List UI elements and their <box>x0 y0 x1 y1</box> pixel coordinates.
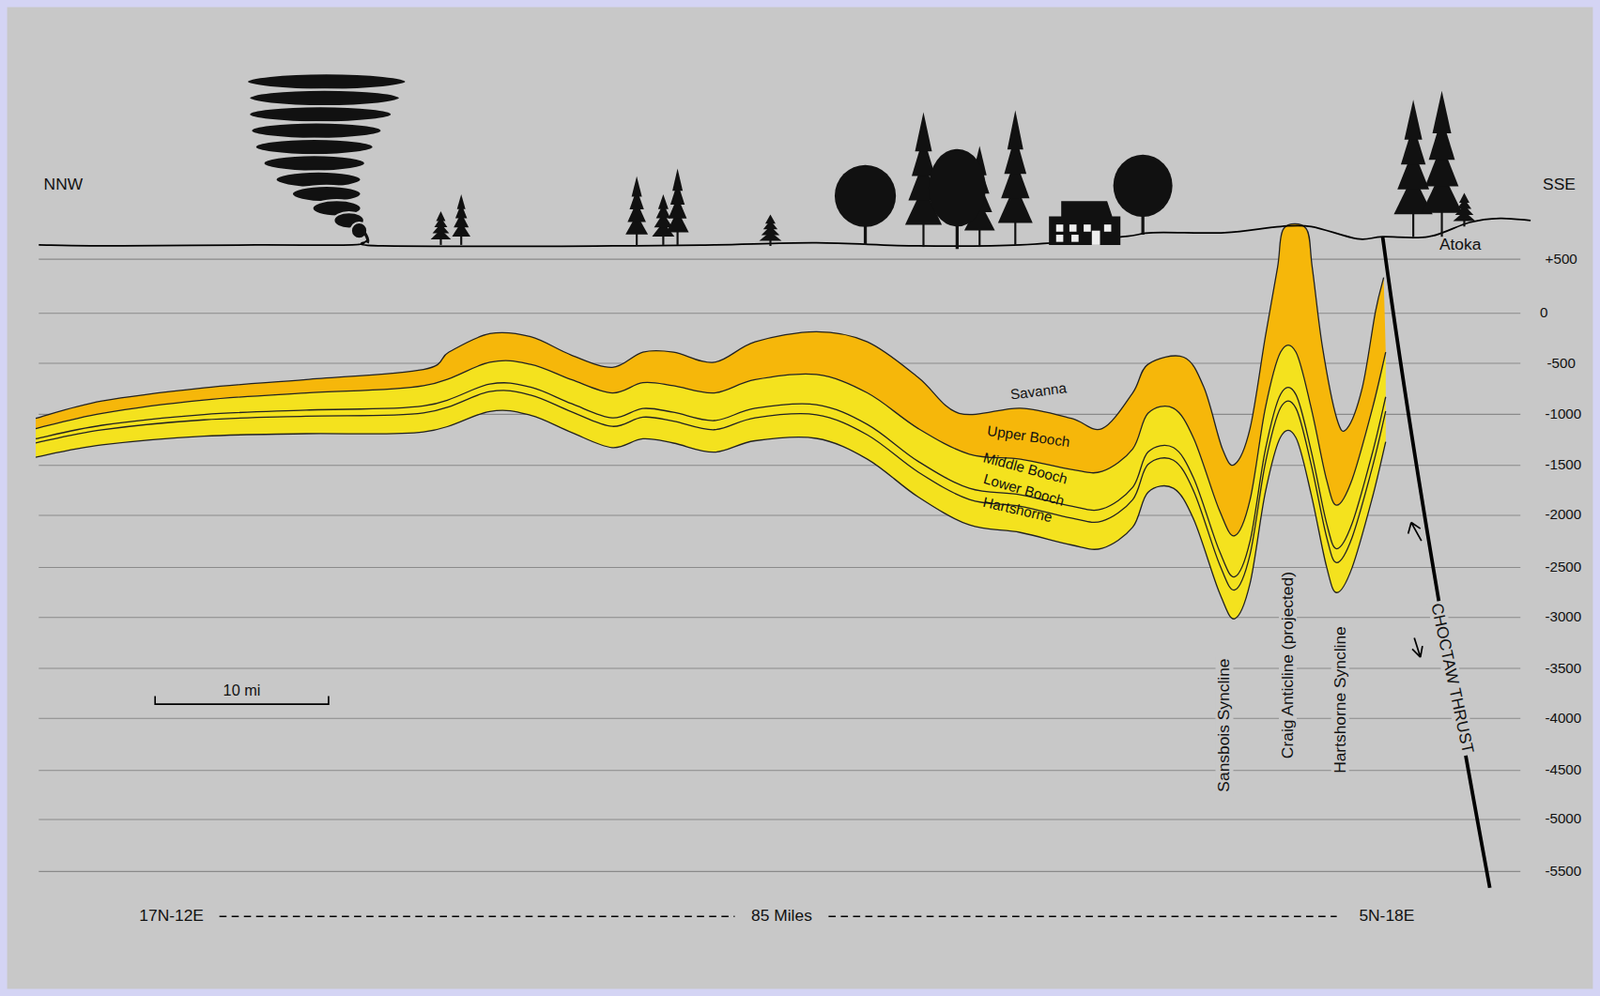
direction-label: NNW <box>42 175 86 194</box>
depth-label: -3000 <box>1542 609 1584 626</box>
tree-symbol <box>765 215 776 225</box>
house-window <box>1071 234 1079 243</box>
tornado-symbol <box>292 185 362 202</box>
tree-symbol <box>457 194 466 210</box>
strata <box>35 223 1386 619</box>
depth-label: +500 <box>1543 251 1580 268</box>
tree-symbol <box>672 169 683 192</box>
tornado-symbol <box>246 73 407 90</box>
tornado-symbol <box>248 106 392 123</box>
slip-arrow <box>1408 523 1422 542</box>
grid-line <box>38 718 1521 720</box>
depth-label: -1500 <box>1542 457 1584 474</box>
grid-line <box>38 668 1521 670</box>
formation-label: Atoka <box>1437 235 1483 254</box>
house-window <box>1056 224 1064 232</box>
tornado-symbol <box>262 154 366 171</box>
house-window <box>1056 234 1064 243</box>
grid-line <box>38 818 1521 820</box>
tree-symbol <box>1432 91 1452 134</box>
fold-label: Hartshorne Syncline <box>1330 624 1349 776</box>
depth-label: 0 <box>1538 305 1550 322</box>
tree-symbol <box>914 112 932 153</box>
fold-label: Craig Anticline (projected) <box>1278 569 1297 761</box>
thrust-fault <box>1383 236 1491 889</box>
house-door <box>1092 230 1101 246</box>
grid-line <box>38 871 1521 873</box>
tornado-symbol <box>250 122 382 139</box>
ground-panel <box>7 7 1594 990</box>
house-window <box>1069 224 1077 232</box>
house-symbol <box>1048 200 1121 246</box>
house-window <box>1083 224 1092 232</box>
grid-line <box>38 567 1521 569</box>
tree-symbol <box>834 165 896 228</box>
tree-symbol <box>928 149 986 228</box>
grid-line <box>38 514 1521 516</box>
horizon-line <box>35 390 1386 591</box>
tree-symbol <box>1459 192 1470 202</box>
house-window <box>1104 224 1112 232</box>
horizon-line <box>35 345 1386 537</box>
distance-label: 85 Miles <box>749 907 815 925</box>
direction-label: SSE <box>1540 175 1578 194</box>
depth-label: -4500 <box>1542 762 1584 779</box>
land-surface <box>38 218 1531 247</box>
tree-symbol <box>1113 154 1173 217</box>
tree-symbol <box>658 194 669 210</box>
tree-symbol <box>1404 99 1423 139</box>
depth-label: -1000 <box>1542 406 1584 423</box>
tree-symbol <box>435 211 446 221</box>
tornado-symbol <box>248 90 400 107</box>
ground-line <box>38 218 1531 247</box>
scale-label: 10 mi <box>221 682 263 700</box>
tornado-symbol <box>362 230 369 244</box>
hartshorne-band <box>35 390 1386 619</box>
fold-label: Sansbois Syncline <box>1215 657 1233 795</box>
tree-symbol <box>1007 109 1024 150</box>
scenery <box>246 73 1476 249</box>
depth-label: -5500 <box>1542 863 1584 880</box>
depth-label: -2500 <box>1542 559 1584 576</box>
location-label: 17N-12E <box>137 907 206 925</box>
horizon-line <box>35 383 1386 578</box>
grid-line <box>38 616 1521 618</box>
grid-line <box>38 464 1521 466</box>
horizon-line <box>35 410 1386 619</box>
depth-label: -5000 <box>1542 811 1584 828</box>
tornado-symbol <box>255 138 374 155</box>
location-label: 5N-18E <box>1356 907 1416 925</box>
slip-arrow <box>1412 637 1423 658</box>
depth-label: -2000 <box>1542 507 1584 524</box>
depth-label: -500 <box>1545 355 1578 372</box>
grid-line <box>38 769 1521 771</box>
depth-label: -4000 <box>1542 710 1584 727</box>
depth-label: -3500 <box>1542 661 1584 677</box>
tree-symbol <box>631 176 643 198</box>
